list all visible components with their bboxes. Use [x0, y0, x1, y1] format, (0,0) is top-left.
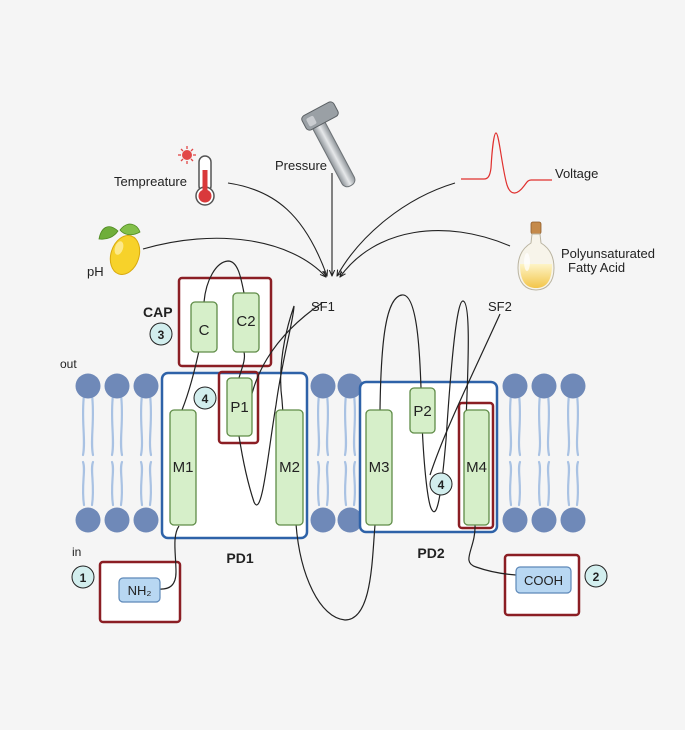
helix-c2-label: C2	[236, 313, 255, 330]
nh2-terminus: NH₂	[118, 577, 161, 603]
lipid-molecule	[75, 373, 101, 533]
lipid-molecule	[531, 373, 557, 533]
pd2-label: PD2	[417, 545, 444, 561]
marker-1: 1	[71, 565, 95, 589]
lipid-molecule	[560, 373, 586, 533]
thermometer-icon	[178, 146, 215, 206]
helix-m3: M3	[365, 409, 393, 526]
lipid-bilayer	[75, 373, 586, 533]
helix-m1: M1	[169, 409, 197, 526]
arrow-voltage	[337, 182, 456, 276]
temperature-label: Tempreature	[114, 174, 187, 189]
lipid-molecule	[310, 373, 336, 533]
voltage-trace-icon	[461, 132, 552, 194]
lemon-icon	[98, 223, 141, 276]
cap-label: CAP	[143, 304, 173, 320]
out-label: out	[60, 357, 77, 371]
voltage-label: Voltage	[555, 166, 598, 181]
lipid-molecule	[133, 373, 159, 533]
helix-m1-label: M1	[173, 459, 194, 476]
helix-m3-label: M3	[369, 459, 390, 476]
marker-4-m4-label: 4	[438, 478, 445, 492]
marker-4-p1: 4	[193, 386, 217, 410]
helix-p1: P1	[226, 377, 253, 437]
helix-m4: M4	[463, 409, 490, 526]
hammer-icon	[301, 101, 356, 188]
arrow-temperature	[227, 182, 327, 276]
marker-4-p1-label: 4	[202, 392, 209, 406]
marker-3-label: 3	[158, 328, 165, 342]
helix-c-label: C	[199, 322, 210, 339]
ph-label: pH	[87, 264, 104, 279]
lipid-molecule	[104, 373, 130, 533]
cooh-label: COOH	[524, 573, 563, 588]
pressure-label: Pressure	[275, 158, 327, 173]
in-label: in	[72, 545, 81, 559]
oil-bottle-icon	[517, 221, 555, 291]
arrow-ph	[142, 237, 326, 277]
pd1-label: PD1	[226, 550, 253, 566]
helix-c: C	[190, 301, 218, 353]
cooh-terminus: COOH	[515, 566, 572, 594]
helix-m2: M2	[275, 409, 304, 526]
helix-p2-label: P2	[413, 403, 431, 420]
m4-highlight-box	[457, 401, 495, 530]
arrow-pufa	[340, 230, 511, 277]
p1-highlight-box	[217, 370, 260, 445]
marker-4-m4: 4	[429, 472, 453, 496]
marker-3: 3	[149, 322, 173, 346]
sf1-label: SF1	[311, 299, 335, 314]
sf2-label: SF2	[488, 299, 512, 314]
pd2-domain-box	[358, 380, 499, 534]
nh2-label: NH₂	[128, 583, 152, 598]
helix-p1-label: P1	[230, 399, 248, 416]
helix-c2: C2	[232, 292, 260, 353]
lipid-molecule	[502, 373, 528, 533]
marker-1-label: 1	[80, 571, 87, 585]
helix-p2: P2	[409, 387, 436, 434]
pufa-label-line2: Fatty Acid	[568, 260, 625, 275]
stimulus-arrows	[142, 173, 511, 277]
lipid-molecule	[337, 373, 363, 533]
marker-2: 2	[584, 564, 608, 588]
marker-2-label: 2	[593, 570, 600, 584]
helix-m2-label: M2	[279, 459, 300, 476]
pufa-label-line1: Polyunsaturated	[561, 246, 655, 261]
helix-m4-label: M4	[466, 459, 487, 476]
